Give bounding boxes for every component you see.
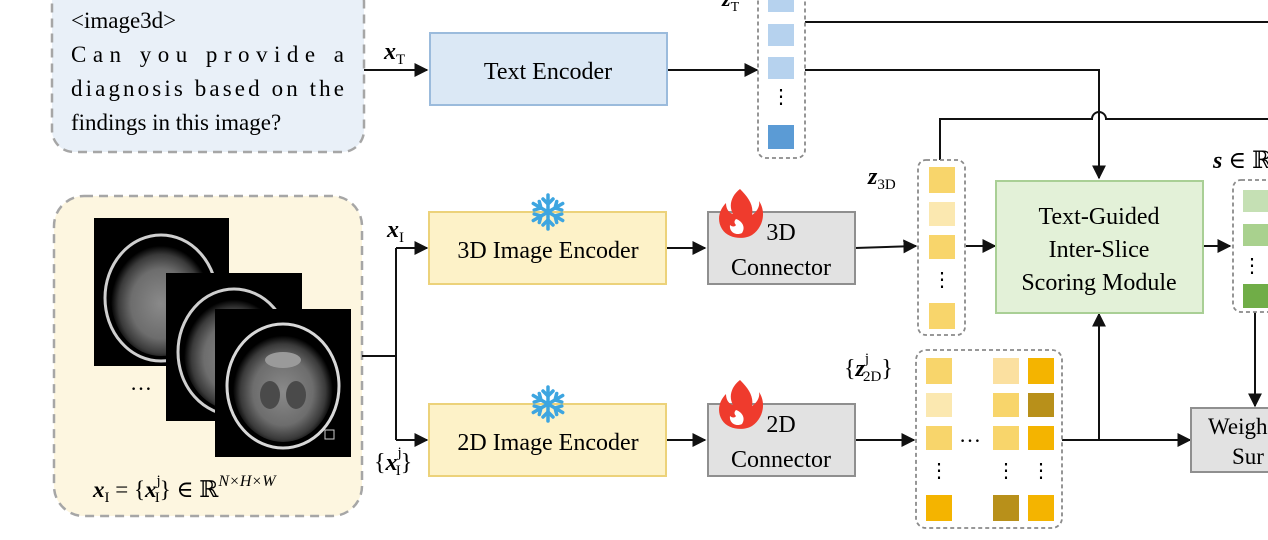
score-column: ⋮: [1232, 179, 1268, 313]
text-token-column: ⋮: [757, 0, 806, 159]
score-token: [1243, 284, 1268, 308]
token-2d: [1028, 393, 1054, 417]
token-2d: [926, 495, 952, 521]
image2d-encoder-label: 2D Image Encoder: [457, 430, 638, 456]
x-image-label: xI: [386, 217, 404, 246]
text-token: [768, 24, 794, 46]
token-2d: [993, 495, 1019, 521]
text-token: [768, 57, 794, 79]
token-2d: [993, 393, 1019, 417]
token-2d: [926, 358, 952, 384]
weighted-sum-box: [1190, 407, 1268, 473]
text-token-frame: [757, 0, 806, 159]
flame-icon: [719, 380, 764, 429]
token-2d-vdots: ⋮: [996, 460, 1016, 482]
token-3d: [929, 303, 955, 329]
connector-2d-line-1: 2D: [766, 412, 795, 438]
prompt-tag: <image3d>: [71, 8, 176, 33]
text-token: [768, 125, 794, 149]
text-encoder: Text Encoder: [429, 32, 668, 106]
token-2d: [926, 426, 952, 450]
weighted-sum-line-1: Weigh: [1208, 414, 1268, 439]
z3d-label: z3D: [867, 164, 896, 193]
z-text-label: zT: [721, 0, 740, 15]
token-2d: [926, 393, 952, 417]
token-3d-vdots: ⋮: [932, 269, 952, 291]
text-token: [768, 0, 794, 12]
connector-2d-line-2: Connector: [731, 447, 831, 473]
score-vdots: ⋮: [1242, 255, 1262, 277]
x-text-label: xT: [383, 39, 405, 68]
scoring-module: Text-Guided Inter-Slice Scoring Module: [995, 180, 1204, 314]
text-token-vdots: ⋮: [771, 86, 791, 108]
token-3d: [929, 167, 955, 193]
text-encoder-label: Text Encoder: [484, 59, 612, 85]
prompt-box-frame: [50, 0, 366, 154]
connector-3d-line-1: 3D: [766, 220, 795, 246]
scoring-module-box: [995, 180, 1204, 314]
scoring-line-1: Text-Guided: [1039, 204, 1160, 230]
text-encoder-box: [429, 32, 668, 106]
score-frame: [1232, 179, 1268, 313]
prompt-box: <image3d> Can you provide a diagnosis ba…: [50, 0, 366, 154]
snowflake-icon: [531, 193, 565, 231]
weighted-sum-line-2: Sur: [1232, 444, 1264, 469]
weighted-sum: Weigh Sur: [1190, 407, 1268, 473]
token-column-3d: ⋮: [917, 159, 966, 336]
token-3d: [929, 235, 955, 259]
snowflake-icon: [531, 385, 565, 423]
image3d-encoder-label: 3D Image Encoder: [457, 238, 638, 264]
token-2d: [993, 358, 1019, 384]
token-2d-frame: [915, 349, 1063, 529]
token-2d: [1028, 495, 1054, 521]
token-2d-vdots: ⋮: [929, 460, 949, 482]
slice-ellipsis: …: [130, 370, 152, 395]
scoring-line-3: Scoring Module: [1021, 270, 1176, 296]
ct-slice-image: [215, 309, 351, 457]
score-token: [1243, 224, 1268, 246]
token-2d-vdots: ⋮: [1031, 460, 1051, 482]
token-2d: [1028, 426, 1054, 450]
token-2d-ellipsis: …: [959, 422, 981, 447]
token-2d: [1028, 358, 1054, 384]
connector-3d-line-2: Connector: [731, 255, 831, 281]
token-3d: [929, 202, 955, 226]
token-2d: [993, 426, 1019, 450]
scoring-line-2: Inter-Slice: [1049, 237, 1150, 263]
score-token: [1243, 190, 1268, 212]
flame-icon: [719, 189, 764, 238]
token-3d-frame: [917, 159, 966, 336]
prompt-line-3: findings in this image?: [71, 110, 281, 135]
s-label: s∈ ℝ: [1212, 148, 1268, 174]
token-grid-2d: ⋮ … ⋮ ⋮: [915, 349, 1063, 529]
connections: [362, 21, 1268, 447]
